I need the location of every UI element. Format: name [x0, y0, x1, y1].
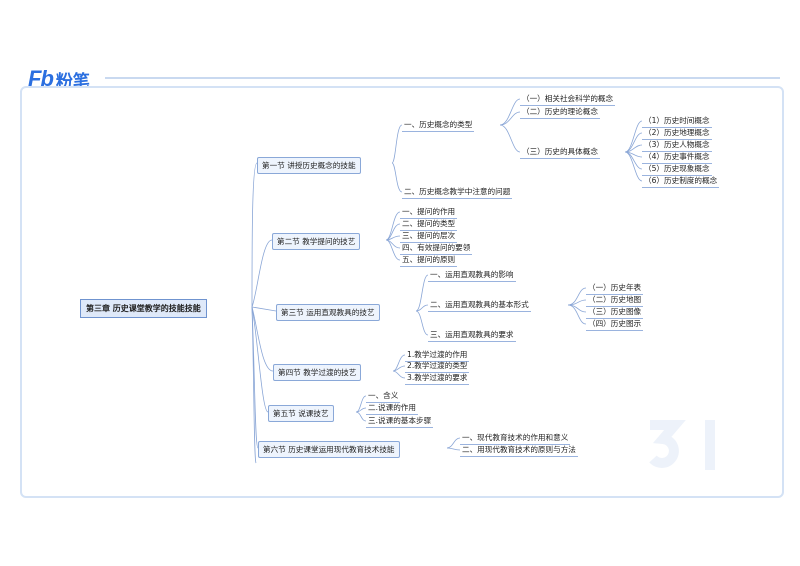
s1-concrete-item: （1）历史时间概念	[642, 115, 712, 128]
s1-concrete-item: （6）历史制度的概念	[642, 175, 720, 188]
s2-item: 五、提问的原则	[400, 254, 458, 267]
section-4-node: 第四节 教学过渡的技艺	[273, 364, 362, 381]
s3-form-item: （二）历史地图	[586, 294, 644, 307]
s2-item: 一、提问的作用	[400, 206, 458, 219]
s4-item: 2.教学过渡的类型	[405, 360, 470, 373]
s1-concrete-concepts: （三）历史的具体概念	[520, 146, 600, 159]
s3-form-item: （四）历史图示	[586, 318, 644, 331]
s5-item: 三.说课的基本步骤	[366, 415, 434, 428]
header-rule	[105, 77, 780, 79]
s5-item: 二.说课的作用	[366, 402, 418, 415]
s2-item: 四、有效提问的要领	[400, 242, 473, 255]
s1-social-science-concepts: （一）相关社会科学的概念	[520, 93, 616, 106]
s1-concrete-item: （2）历史地理概念	[642, 127, 712, 140]
section-3-node: 第三节 运用直观教具的技艺	[276, 304, 380, 321]
s1-concrete-item: （5）历史现象概念	[642, 163, 712, 176]
s1-theory-concepts: （二）历史的理论概念	[520, 106, 600, 119]
s3-basic-forms: 二、运用直观教具的基本形式	[428, 299, 531, 312]
s1-concrete-item: （3）历史人物概念	[642, 139, 712, 152]
section-1-node: 第一节 讲授历史概念的技能	[257, 157, 361, 174]
s6-item: 一、现代教育技术的作用和意义	[460, 432, 571, 445]
s4-item: 1.教学过渡的作用	[405, 349, 470, 362]
s3-requirements: 三、运用直观教具的要求	[428, 329, 516, 342]
section-5-node: 第五节 说课技艺	[268, 405, 334, 422]
section-2-node: 第二节 教学提问的技艺	[272, 233, 361, 250]
s1-teaching-issues: 二、历史概念教学中注意的问题	[402, 186, 513, 199]
root-node: 第三章 历史课堂教学的技能技能	[80, 299, 207, 318]
s2-item: 三、提问的层次	[400, 230, 458, 243]
s3-form-item: （三）历史图像	[586, 306, 644, 319]
s5-item: 一、含义	[366, 390, 401, 403]
s3-form-item: （一）历史年表	[586, 282, 644, 295]
s6-item: 二、用现代教育技术的原则与方法	[460, 444, 578, 457]
section-6-node: 第六节 历史课堂运用现代教育技术技能	[258, 441, 400, 458]
s2-item: 二、提问的类型	[400, 218, 458, 231]
s1-concrete-item: （4）历史事件概念	[642, 151, 712, 164]
s3-influence: 一、运用直观教具的影响	[428, 269, 516, 282]
s4-item: 3.教学过渡的要求	[405, 372, 470, 385]
watermark-icon	[649, 420, 715, 470]
s1-concept-types: 一、历史概念的类型	[402, 119, 475, 132]
